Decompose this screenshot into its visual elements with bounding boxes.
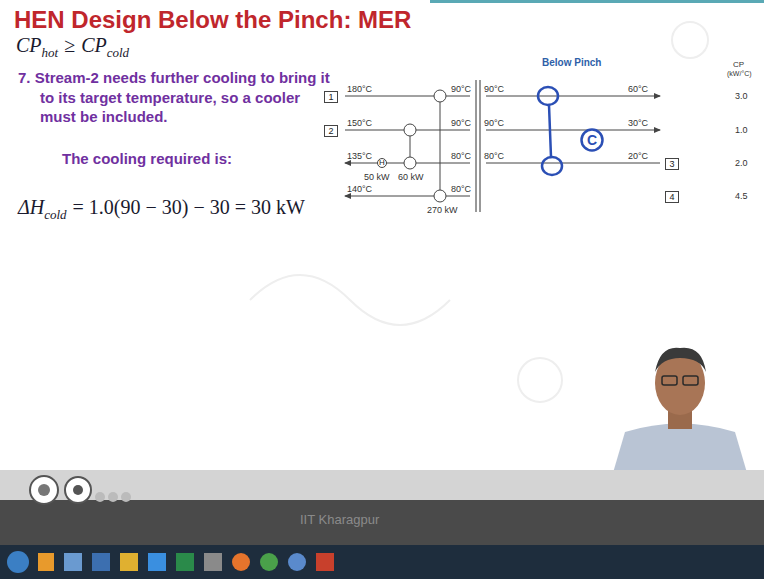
temperature: 140°C bbox=[347, 184, 372, 194]
region-label: Below Pinch bbox=[542, 57, 601, 68]
node-text: H bbox=[379, 159, 385, 167]
column-unit: (kW/°C) bbox=[727, 70, 752, 77]
stream-number: 1 bbox=[324, 91, 338, 103]
temperature: 80°C bbox=[484, 151, 504, 161]
body-text: The cooling required is: bbox=[62, 150, 232, 167]
stream-number: 4 bbox=[665, 191, 679, 203]
temperature: 60°C bbox=[628, 84, 648, 94]
stream-lines bbox=[345, 96, 660, 196]
formula-text: CP bbox=[81, 34, 107, 56]
temperature: 90°C bbox=[451, 84, 471, 94]
column-header: CP bbox=[733, 60, 744, 69]
formula-text: ≥ bbox=[64, 34, 75, 56]
temperature: 80°C bbox=[451, 151, 471, 161]
formula-subscript: cold bbox=[44, 207, 66, 222]
cp-value: 2.0 bbox=[735, 158, 748, 168]
temperature: 90°C bbox=[484, 118, 504, 128]
top-accent bbox=[430, 0, 764, 3]
institute-logos bbox=[30, 476, 131, 504]
duty-label: 270 kW bbox=[427, 205, 458, 215]
stream-number: 3 bbox=[665, 158, 679, 170]
stream-number: 2 bbox=[324, 125, 338, 137]
duty-label: 60 kW bbox=[398, 172, 424, 182]
temperature: 135°C bbox=[347, 151, 372, 161]
pinch-line bbox=[476, 80, 480, 212]
node-text: 2 bbox=[328, 126, 333, 136]
temperature: 90°C bbox=[484, 84, 504, 94]
duty-label: 50 kW bbox=[364, 172, 390, 182]
formula-subscript: cold bbox=[107, 45, 129, 60]
watermark: IIT Kharagpur bbox=[300, 512, 379, 527]
formula-line: CPhot≥CPcold bbox=[16, 34, 129, 61]
heat-exchangers bbox=[404, 90, 446, 202]
cooler-circle: C bbox=[580, 128, 604, 152]
formula-text: ΔH bbox=[18, 196, 44, 218]
slide-title: HEN Design Below the Pinch: MER bbox=[14, 6, 411, 34]
formula-line: ΔHcold = 1.0(90 − 30) − 30 = 30 kW bbox=[18, 196, 311, 223]
temperature: 30°C bbox=[628, 118, 648, 128]
cp-value: 1.0 bbox=[735, 125, 748, 135]
formula-text: = 1.0(90 − 30) − 30 = 30 kW bbox=[73, 196, 305, 218]
node-text: C bbox=[587, 133, 597, 147]
temperature: 90°C bbox=[451, 118, 471, 128]
node-text: 3 bbox=[669, 159, 674, 169]
formula-text: CP bbox=[16, 34, 42, 56]
cp-value: 4.5 bbox=[735, 191, 748, 201]
node-text: 1 bbox=[328, 92, 333, 102]
heater-circle: H bbox=[376, 157, 388, 169]
temperature: 20°C bbox=[628, 151, 648, 161]
handwritten-marks bbox=[538, 87, 562, 175]
step-text: 7. Stream-2 needs further cooling to bri… bbox=[18, 68, 340, 127]
temperature: 180°C bbox=[347, 84, 372, 94]
temperature: 150°C bbox=[347, 118, 372, 128]
formula-subscript: hot bbox=[42, 45, 59, 60]
cp-value: 3.0 bbox=[735, 91, 748, 101]
taskbar bbox=[0, 545, 764, 579]
temperature: 80°C bbox=[451, 184, 471, 194]
taskbar-icons bbox=[7, 551, 334, 573]
node-text: 4 bbox=[669, 192, 674, 202]
footer-band bbox=[0, 500, 764, 545]
